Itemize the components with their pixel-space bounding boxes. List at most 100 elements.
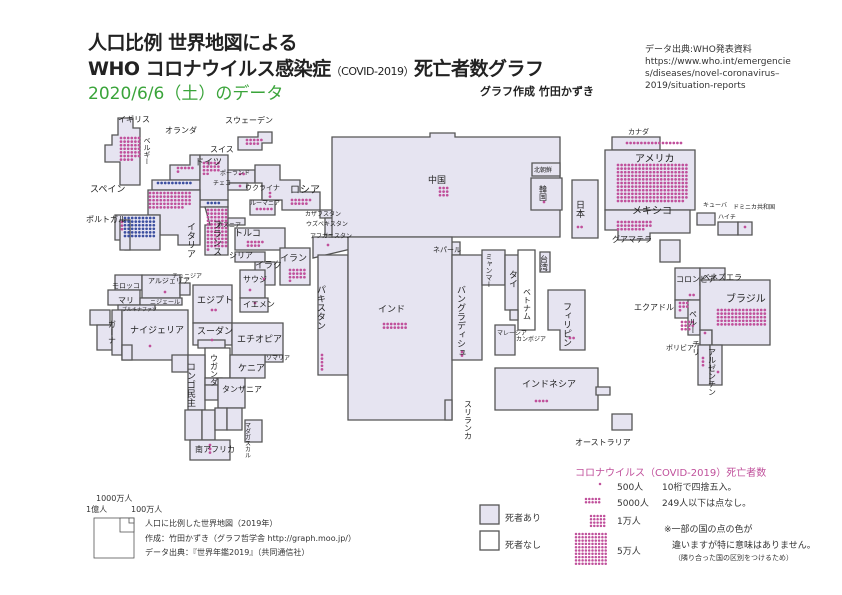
country-73-death-dot — [667, 181, 670, 185]
country-22-death-dot — [295, 275, 299, 279]
country-21-label: イラク — [255, 260, 282, 271]
legend-dot-sample-3 — [604, 545, 607, 549]
country-60-death-dot — [389, 322, 393, 326]
country-84-death-dot — [727, 323, 731, 326]
country-73-death-dot — [616, 181, 620, 185]
country-13-death-dot — [181, 202, 184, 206]
country-84-death-dot — [738, 323, 741, 326]
country-25-label: モロッコ — [112, 282, 140, 290]
legend-dot-sample-3 — [578, 545, 581, 549]
country-14-death-dot — [221, 212, 224, 215]
country-84-death-dot — [734, 323, 738, 326]
country-73-death-dot — [681, 174, 685, 178]
country-60-death-dot — [397, 322, 400, 326]
legend-dot-sample-3 — [578, 555, 581, 559]
country-14-death-dot — [224, 212, 228, 215]
country-0-death-dot — [119, 143, 123, 147]
country-11-death-dot — [148, 220, 152, 223]
country-84-death-dot — [734, 308, 738, 312]
legend-dot-sample-3 — [587, 545, 591, 549]
country-14-death-dot — [217, 208, 221, 212]
country-57-death-dot — [576, 225, 580, 229]
country-73-death-dot — [677, 181, 681, 185]
country-73-death-dot — [616, 170, 620, 174]
country-74-label: メキシコ — [632, 206, 672, 217]
legend-dot-sample-3 — [604, 549, 607, 552]
legend-dot-sample-3 — [574, 549, 578, 552]
country-73-death-dot — [659, 174, 663, 178]
country-61-death-dot — [460, 354, 464, 357]
country-21-death-dot — [262, 277, 266, 281]
country-60-death-dot — [404, 326, 407, 329]
country-73-death-dot — [641, 192, 645, 196]
country-14-death-dot — [210, 215, 213, 219]
country-74-death-dot — [641, 220, 645, 224]
country-46-shape — [204, 384, 219, 401]
country-13-death-dot — [184, 202, 188, 206]
country-84-death-dot — [752, 308, 756, 312]
country-54-death-dot — [438, 193, 442, 197]
country-73-death-dot — [638, 192, 641, 196]
country-11-death-dot — [138, 220, 141, 223]
country-11-death-dot — [145, 220, 148, 223]
legend-dot-sample-3 — [581, 552, 584, 556]
country-22-death-dot — [292, 275, 295, 279]
country-0-death-dot — [134, 154, 137, 158]
country-73-death-dot — [645, 170, 649, 174]
country-73-death-dot — [638, 178, 641, 181]
country-78-shape — [659, 239, 681, 263]
legend-dot-sample-3 — [597, 549, 601, 552]
country-73-death-dot — [656, 185, 659, 188]
country-75-label: キューバ — [703, 202, 727, 209]
country-71-shape — [595, 386, 611, 396]
country-73-death-dot — [638, 181, 641, 185]
country-72-death-dot — [647, 141, 650, 145]
country-84-death-dot — [752, 312, 756, 315]
country-11-death-dot — [130, 220, 134, 223]
country-74-death-dot — [634, 224, 638, 227]
country-10-death-dot — [301, 202, 305, 205]
country-71-shape — [611, 413, 633, 431]
country-73-death-dot — [663, 196, 667, 199]
country-72-death-dot — [661, 141, 665, 145]
country-4-death-dot — [217, 201, 221, 205]
legend-dot-sample-3 — [601, 542, 604, 546]
country-60-death-dot — [393, 326, 397, 329]
country-3-death-dot — [249, 138, 252, 142]
country-14-death-dot — [221, 233, 224, 237]
country-74-death-dot — [627, 220, 631, 224]
country-73-death-dot — [656, 188, 659, 192]
country-13-death-dot — [152, 198, 155, 202]
country-73-death-dot — [627, 167, 631, 170]
legend-dot-sample-1 — [588, 497, 591, 501]
country-5-death-dot — [202, 172, 206, 176]
country-14-death-dot — [221, 219, 224, 223]
country-0-death-dot — [119, 136, 123, 140]
country-84-death-dot — [749, 323, 752, 326]
country-73-death-dot — [620, 174, 623, 178]
legend-dot-sample-3 — [584, 559, 588, 562]
country-73-death-dot — [685, 196, 688, 199]
country-0-death-dot — [123, 147, 126, 151]
country-73-death-dot — [677, 199, 681, 203]
country-41-label: ウガンダ — [210, 354, 219, 386]
country-2-death-dot — [189, 181, 192, 185]
country-82-death-dot — [680, 327, 684, 331]
country-5-death-dot — [213, 168, 217, 172]
legend-dot-sample-3 — [574, 545, 578, 549]
country-47-label: タンザニア — [222, 385, 262, 394]
country-73-death-dot — [634, 188, 638, 192]
country-14-death-dot — [224, 226, 228, 230]
country-82-death-dot — [691, 320, 695, 324]
country-74-death-dot — [620, 220, 623, 224]
country-37-label: スーダン — [197, 325, 233, 337]
country-69-death-dot — [572, 336, 575, 340]
country-60-label: インド — [378, 305, 405, 315]
country-57-label: 日本 — [574, 200, 585, 219]
legend-dot-sample-3 — [584, 552, 588, 556]
country-73-death-dot — [656, 199, 659, 203]
country-6-label: ポーランド — [220, 169, 250, 177]
country-14-death-dot — [224, 208, 228, 212]
country-84-death-dot — [716, 312, 720, 315]
